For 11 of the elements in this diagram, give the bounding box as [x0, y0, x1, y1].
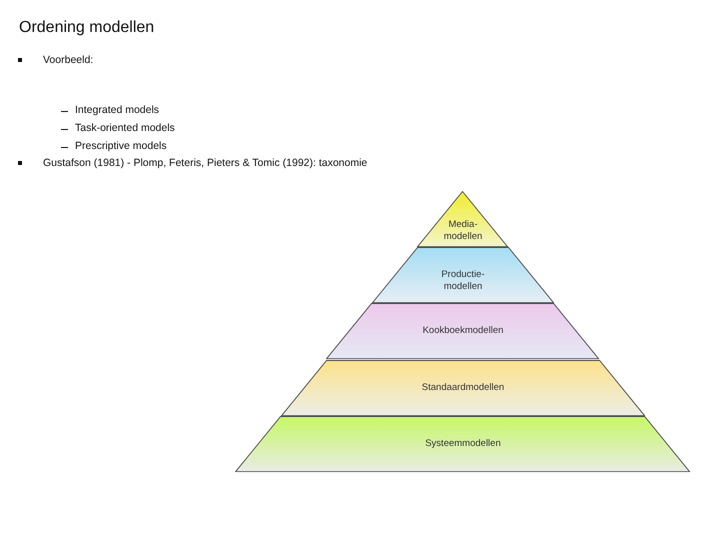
bullet-text: Voorbeeld: — [43, 54, 94, 67]
list-item: Prescriptive models — [75, 140, 167, 153]
tier-label: Productie-modellen — [440, 269, 486, 294]
bullet-text: Gustafson (1981) - Plomp, Feteris, Pieters & Tomic (1992): taxonomie — [43, 157, 368, 170]
tier-label: Media-modellen — [442, 219, 484, 244]
tier-label: Systeemmodellen — [424, 438, 502, 450]
slide-title: Ordening modellen — [19, 19, 154, 37]
list-item: Integrated models — [75, 104, 160, 117]
list-item: Task-oriented models — [75, 122, 175, 135]
tier-label: Kookboekmodellen — [422, 325, 504, 338]
tier-label: Standaardmodellen — [420, 382, 506, 394]
